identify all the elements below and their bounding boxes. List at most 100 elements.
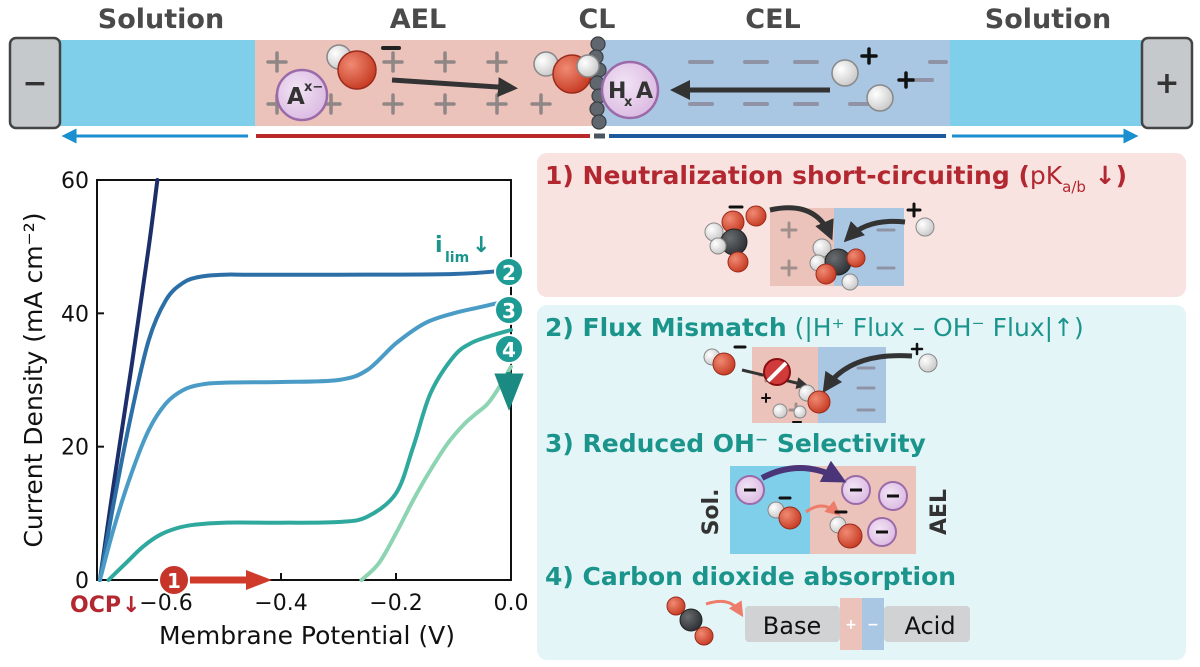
- marker-1-label: 1: [167, 569, 181, 593]
- panel-3-hydroxide-arrow: [805, 500, 841, 516]
- y-tick-label: 0: [75, 569, 89, 594]
- panel-4-acid-block: [884, 606, 970, 642]
- current-decrease-arrow: [494, 372, 524, 411]
- electrode-left: [8, 36, 62, 130]
- panel-1-proton-arrow: [843, 218, 906, 243]
- panel-2-ion-pair: [761, 393, 807, 423]
- panel-4-co2-molecule: [666, 596, 714, 646]
- x-tick-label: −0.4: [254, 591, 307, 616]
- marker-1: 1: [158, 564, 190, 596]
- zone-label-solution-left: Solution: [98, 4, 224, 35]
- series-line-2: [97, 268, 513, 582]
- ocp-arrow: ↓: [122, 593, 140, 618]
- panel-4-base-block: [745, 606, 840, 642]
- anion-symbol: A: [287, 84, 305, 110]
- anion-charge: x−: [304, 80, 323, 95]
- panel-2-title-tail: (|H⁺ Flux – OH⁻ Flux|↑): [787, 313, 1084, 342]
- x-axis-label: Membrane Potential (V): [159, 621, 455, 650]
- panel-4-minus: −: [867, 617, 879, 633]
- electrode-right-sign: +: [1154, 66, 1179, 101]
- hydroxide-ion-ael: [326, 44, 401, 90]
- ilim-sub: lim: [445, 250, 469, 266]
- panel-1-proton: [906, 202, 935, 237]
- series-line-4: [106, 328, 513, 582]
- ilim-i: i: [435, 233, 443, 258]
- acid-h: H: [608, 79, 626, 104]
- marker-4-label: 4: [502, 338, 516, 362]
- panel-1-cel-charges: [876, 228, 896, 270]
- panel-oh-selectivity: 3) Reduced OH⁻ Selectivity Sol. AEL: [545, 429, 952, 554]
- solution-band-left: [60, 40, 255, 126]
- panel-co2-absorption: 4) Carbon dioxide absorption Base + − Ac…: [545, 562, 970, 650]
- zone-label-ael: AEL: [390, 4, 447, 35]
- marker-3-label: 3: [502, 299, 516, 323]
- panel-1-anion-arrow: [769, 205, 834, 241]
- panel-4-base-label: Base: [763, 612, 821, 640]
- ael-fixed-charges: [266, 51, 552, 115]
- y-tick-label: 60: [61, 169, 89, 194]
- anion-species: A x−: [275, 68, 329, 122]
- panel-3-hydroxide-ael: [829, 510, 863, 549]
- panel-2-water: [798, 384, 831, 414]
- panel-1-title-tail: ↓): [1086, 161, 1127, 190]
- panel-3-title: 3) Reduced OH⁻ Selectivity: [545, 429, 926, 458]
- y-tick-label: 20: [61, 436, 89, 461]
- panel-3-ael-label: AEL: [927, 489, 952, 535]
- series-line-1: [97, 178, 160, 582]
- panel-flux-mismatch: 2) Flux Mismatch (|H⁺ Flux – OH⁻ Flux|↑): [545, 313, 1084, 423]
- ocp-label: OCP ↓: [70, 593, 140, 618]
- panel-3-anion-arrow: [760, 460, 847, 483]
- panel-1-title: 1) Neutralization short-circuiting (pKa/…: [545, 161, 1127, 196]
- marker-2: 2: [494, 257, 524, 287]
- panel-4-absorption-arrow: [705, 599, 744, 618]
- marker-3: 3: [494, 295, 524, 325]
- panel-2-proton-arrow: [822, 353, 913, 393]
- series-line-5: [359, 364, 513, 582]
- panel-neutralization: 1) Neutralization short-circuiting (pKa/…: [537, 153, 1186, 297]
- panel-2-title: 2) Flux Mismatch (|H⁺ Flux – OH⁻ Flux|↑): [545, 313, 1084, 342]
- series-line-3: [97, 298, 513, 582]
- panel-3-hydroxide: [767, 496, 802, 530]
- electrode-left-sign: −: [22, 66, 47, 101]
- panel-2-blocked-icon: [763, 358, 791, 386]
- y-axis-label: Current Density (mA cm⁻²): [19, 212, 48, 547]
- panel-4-acid-label: Acid: [904, 612, 955, 640]
- ilim-label: i lim ↓: [435, 233, 490, 266]
- membrane-schematic: Solution AEL CL CEL Solution − +: [8, 4, 1194, 144]
- panel-1-pk: pK: [1030, 161, 1063, 190]
- panel-1-title-main: 1) Neutralization short-circuiting (: [545, 161, 1030, 190]
- panel-1-ael-charges: [780, 221, 798, 277]
- zone-label-cel: CEL: [745, 4, 800, 35]
- panel-4-cel-block: [862, 598, 884, 650]
- hydroxide-flux-arrow: [391, 77, 518, 98]
- panel-2-cel-charges: [856, 366, 876, 412]
- ocp-shift-arrowhead: [246, 570, 272, 590]
- panel-4-ael-block: [840, 598, 862, 650]
- panel-1-neutral-acid: [809, 238, 866, 291]
- panel-2-title-main: 2) Flux Mismatch: [545, 313, 787, 342]
- ocp-text: OCP: [70, 593, 121, 618]
- solution-band-right: [950, 40, 1142, 126]
- panel-2-proton: [910, 342, 938, 373]
- chart-series: [97, 178, 513, 582]
- panel-3-sol-label: Sol.: [699, 489, 724, 536]
- panel-4-plus: +: [845, 617, 857, 633]
- panel-3-anions: [735, 475, 908, 547]
- electrode-right: [1140, 36, 1194, 130]
- panel-1-pk-sub: a/b: [1062, 178, 1086, 196]
- water-molecule-cl: [533, 51, 600, 94]
- zone-label-solution-right: Solution: [985, 4, 1111, 35]
- protons-cel: [831, 47, 915, 112]
- marker-2-label: 2: [502, 261, 516, 285]
- acid-a: A: [636, 79, 653, 104]
- ilim-arrow: ↓: [472, 233, 490, 258]
- x-tick-label: −0.2: [369, 591, 422, 616]
- x-tick-label: −0.6: [139, 591, 192, 616]
- panel-1-anion-molecule: [704, 205, 767, 273]
- panel-2-hydroxide: [703, 345, 747, 376]
- acid-species: H x A: [600, 60, 660, 120]
- panel-4-title: 4) Carbon dioxide absorption: [545, 562, 956, 591]
